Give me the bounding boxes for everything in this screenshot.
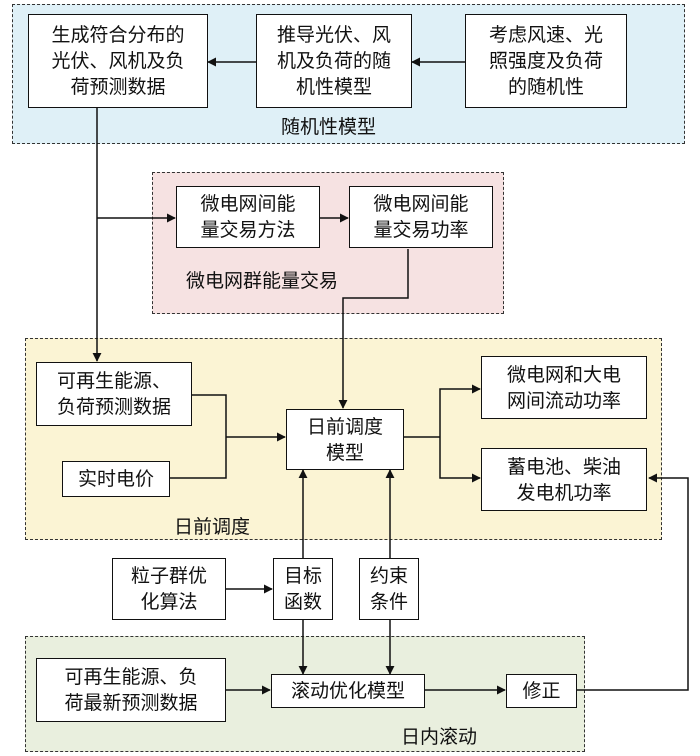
- consider-randomness-box: 考虑风速、光 照强度及负荷 的随机性: [465, 14, 627, 108]
- line-price-merge: [170, 437, 227, 479]
- correction-text: 修正: [522, 680, 561, 702]
- battery-diesel-text: 蓄电池、柴油 发电机功率: [506, 455, 621, 504]
- derive-models-text: 推导光伏、风 机及负荷的随 机性模型: [276, 24, 391, 98]
- trading-method-box: 微电网间能 量交易方法: [176, 186, 320, 248]
- arrow-to-grid-power: [439, 384, 481, 437]
- day-ahead-region-label: 日前调度: [174, 516, 251, 538]
- generate-data-text: 生成符合分布的 光伏、风机及负 荷预测数据: [51, 24, 185, 98]
- arrow-power-to-dayahead: [338, 249, 409, 409]
- latest-forecast-text: 可再生能源、负 荷最新预测数据: [64, 666, 198, 714]
- correction-box: 修正: [506, 674, 577, 708]
- consider-randomness-text: 考虑风速、光 照强度及负荷 的随机性: [488, 24, 603, 98]
- grid-power-text: 微电网和大电 网间流动功率: [506, 363, 621, 412]
- arrow-correction-feedback: [577, 473, 689, 691]
- trading-power-text: 微电网间能 量交易功率: [373, 193, 469, 241]
- renewable-forecast-text: 可再生能源、 负荷预测数据: [56, 370, 171, 418]
- intraday-region-label: 日内滚动: [401, 726, 478, 748]
- day-ahead-model-text: 日前调度 模型: [306, 415, 383, 464]
- rolling-model-text: 滚动优化模型: [290, 680, 405, 702]
- battery-diesel-box: 蓄电池、柴油 发电机功率: [481, 448, 647, 511]
- realtime-price-box: 实时电价: [62, 461, 170, 497]
- constraints-text: 约束 条件: [369, 565, 408, 613]
- trading-region-label: 微电网群能量交易: [186, 270, 339, 292]
- objective-box: 目标 函数: [273, 558, 333, 620]
- grid-power-box: 微电网和大电 网间流动功率: [481, 356, 647, 419]
- rolling-model-box: 滚动优化模型: [271, 674, 425, 708]
- generate-data-box: 生成符合分布的 光伏、风机及负 荷预测数据: [28, 14, 208, 108]
- derive-models-box: 推导光伏、风 机及负荷的随 机性模型: [256, 14, 412, 108]
- realtime-price-text: 实时电价: [77, 468, 154, 490]
- day-ahead-model-box: 日前调度 模型: [286, 409, 404, 470]
- constraints-box: 约束 条件: [359, 558, 419, 620]
- trading-power-box: 微电网间能 量交易功率: [349, 186, 493, 248]
- objective-text: 目标 函数: [283, 565, 322, 613]
- arrow-to-battery: [439, 437, 481, 483]
- renewable-forecast-box: 可再生能源、 负荷预测数据: [36, 362, 192, 426]
- trading-method-text: 微电网间能 量交易方法: [200, 193, 296, 241]
- latest-forecast-box: 可再生能源、负 荷最新预测数据: [36, 658, 226, 722]
- line-forecast-merge: [192, 394, 227, 437]
- pso-text: 粒子群优 化算法: [130, 565, 207, 613]
- stochastic-region-label: 随机性模型: [281, 116, 377, 138]
- pso-box: 粒子群优 化算法: [112, 558, 226, 620]
